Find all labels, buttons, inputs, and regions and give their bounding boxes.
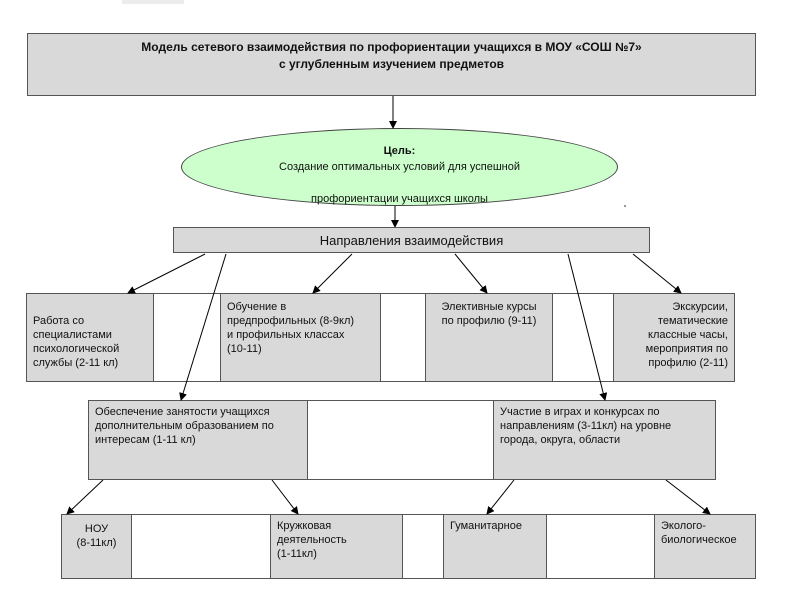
nou-line: (8-11кл) bbox=[76, 537, 117, 549]
row3-strip bbox=[61, 514, 756, 579]
circle-activity-box: Кружковая деятельность (1-11кл) bbox=[270, 514, 403, 579]
excursions-line: мероприятия по bbox=[645, 343, 728, 355]
excursions-line: Экскурсии, bbox=[672, 301, 728, 313]
specialists-line: службы (2-11 кл) bbox=[33, 357, 119, 369]
circle-activity-line: деятельность bbox=[277, 534, 347, 546]
nou-box: НОУ (8-11кл) bbox=[61, 514, 132, 579]
profile-classes-line: предпрофильных (8-9кл) bbox=[227, 315, 355, 327]
goal-line1: Создание оптимальных условий для успешно… bbox=[279, 161, 520, 173]
excursions-line: профилю (2-11) bbox=[648, 357, 728, 369]
excursions-box: Экскурсии, тематические классные часы, м… bbox=[613, 293, 735, 382]
specialists-box: Работа со специалистами психологической … bbox=[26, 293, 154, 382]
games-line: Участие в играх и конкурсах по bbox=[500, 406, 660, 418]
model-title-line2: с углубленным изучением предметов bbox=[278, 57, 505, 71]
humanitarian-line: Гуманитарное bbox=[450, 520, 522, 532]
ecological-line: Эколого- bbox=[661, 520, 706, 532]
goal-label: Цель: bbox=[383, 145, 416, 157]
elective-line: Элективные курсы bbox=[441, 301, 537, 313]
games-line: направлениям (3-11кл) на уровне bbox=[500, 420, 672, 432]
scan-artifact bbox=[122, 0, 184, 4]
model-title-line1: Модель сетевого взаимодействия по профор… bbox=[141, 40, 642, 54]
arrow-to-excursions bbox=[632, 253, 682, 294]
model-title-box: Модель сетевого взаимодействия по профор… bbox=[27, 33, 756, 96]
arrow-to-humanitarian bbox=[486, 479, 515, 515]
humanitarian-box: Гуманитарное bbox=[443, 514, 547, 579]
arrow-to-profile-classes bbox=[312, 253, 353, 294]
circle-activity-line: (1-11кл) bbox=[277, 548, 317, 560]
specialists-line: психологической bbox=[33, 343, 120, 355]
excursions-line: тематические bbox=[657, 315, 728, 327]
goal-ellipse: Цель: Создание оптимальных условий для у… bbox=[181, 128, 618, 206]
ecological-box: Эколого- биологическое bbox=[654, 514, 756, 579]
employment-line: Обеспечение занятости учащихся bbox=[95, 406, 270, 418]
arrow-to-elective bbox=[454, 253, 488, 294]
employment-line: дополнительным образованием по bbox=[95, 420, 274, 432]
arrow-to-ecological bbox=[665, 479, 711, 515]
employment-line: интересам (1-11 кл) bbox=[95, 434, 196, 446]
specialists-line: Работа со bbox=[33, 315, 85, 327]
scan-speck bbox=[624, 205, 626, 207]
specialists-line: специалистами bbox=[33, 329, 112, 341]
elective-box: Элективные курсы по профилю (9-11) bbox=[425, 293, 553, 382]
arrow-to-circle bbox=[271, 479, 299, 515]
profile-classes-line: и профильных классах bbox=[227, 329, 345, 341]
employment-box: Обеспечение занятости учащихся дополните… bbox=[88, 400, 308, 480]
ecological-line: биологическое bbox=[661, 534, 737, 546]
profile-classes-box: Обучение в предпрофильных (8-9кл) и проф… bbox=[220, 293, 381, 382]
arrow-to-nou bbox=[66, 479, 104, 515]
goal-line2: профориентации учащихся школы bbox=[311, 193, 488, 205]
games-line: города, округа, области bbox=[500, 434, 621, 446]
nou-line: НОУ bbox=[84, 523, 109, 535]
profile-classes-line: (10-11) bbox=[227, 343, 262, 355]
games-box: Участие в играх и конкурсах по направлен… bbox=[493, 400, 716, 480]
excursions-line: классные часы, bbox=[648, 329, 728, 341]
profile-classes-line: Обучение в bbox=[227, 301, 287, 313]
circle-activity-line: Кружковая bbox=[277, 520, 332, 532]
elective-line: по профилю (9-11) bbox=[441, 315, 537, 327]
arrow-to-specialists bbox=[127, 253, 206, 294]
directions-box: Направления взаимодействия bbox=[173, 227, 650, 253]
